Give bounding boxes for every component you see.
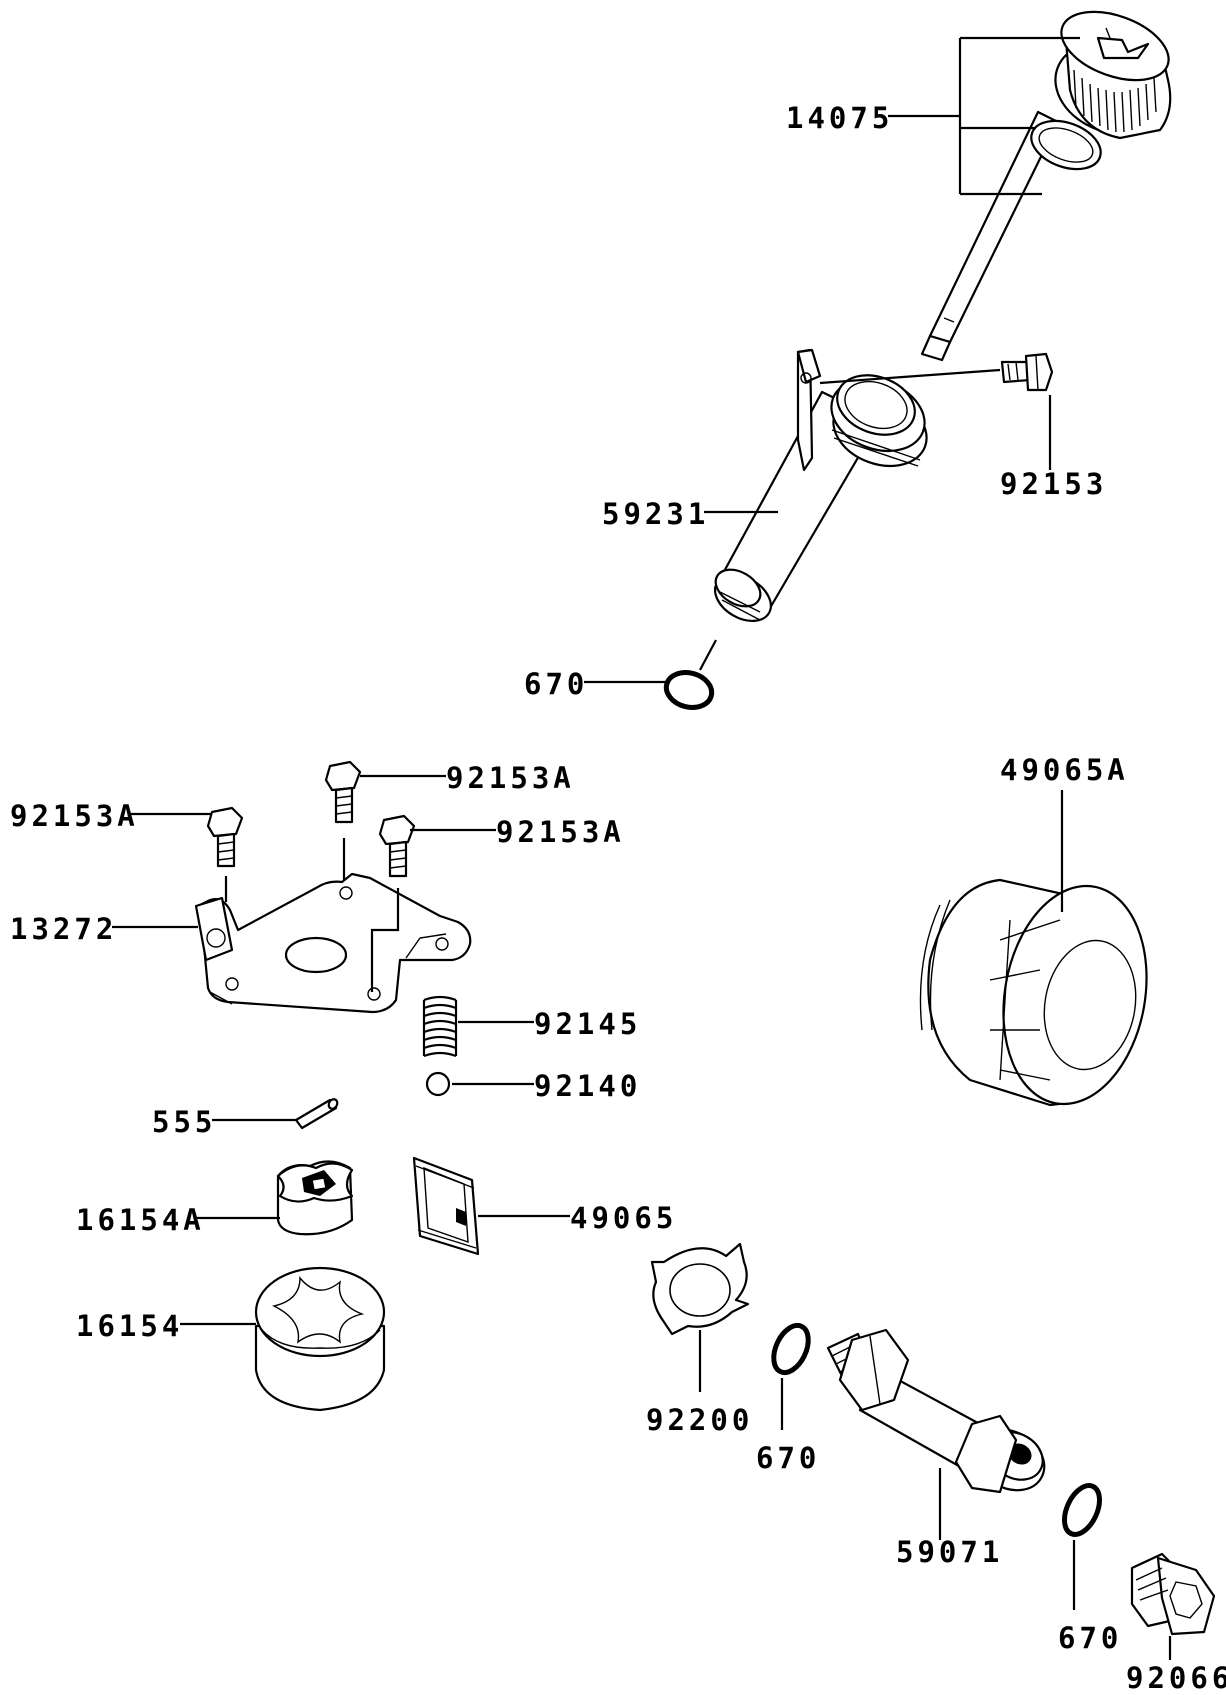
bolt-92153A-left [206,806,244,902]
o-ring-670-bottom [1062,1483,1102,1610]
label-59071: 59071 [896,1535,1003,1569]
label-670-mid: 670 [756,1441,820,1475]
pump-cover-13272 [194,872,472,1014]
label-670-top: 670 [524,667,588,701]
label-92200: 92200 [646,1403,753,1437]
bolt-92153 [819,352,1054,392]
nipple-59071 [826,1328,1046,1540]
label-92153A-left: 92153A [10,799,139,833]
oil-filter-49065A [919,790,1148,1107]
bolt-92153A-mid [370,814,416,992]
label-13272: 13272 [10,912,117,946]
label-49065A: 49065A [1000,753,1129,787]
part-labels: 14075 92153 59231 670 92153A 92153A 9215… [10,101,1226,1695]
dipstick-14075 [920,10,1172,362]
label-92153A-mid: 92153A [496,815,625,849]
outer-rotor-16154 [254,1266,386,1412]
label-92153A-top: 92153A [446,761,575,795]
label-59231: 59231 [602,497,709,531]
label-92066: 92066 [1126,1661,1226,1695]
pin-555 [294,1098,339,1130]
filler-tube-59231 [713,348,928,623]
label-16154A: 16154A [76,1203,205,1237]
label-49065: 49065 [570,1201,677,1235]
o-ring-670-top [663,639,717,710]
leader-lines [112,36,1080,1326]
plug-92066 [1130,1552,1216,1660]
label-92140: 92140 [534,1069,641,1103]
retainer-92200 [650,1242,750,1392]
inner-rotor-16154A [276,1160,354,1236]
label-92153: 92153 [1000,467,1107,501]
o-ring-670-mid [771,1322,811,1430]
label-92145: 92145 [534,1007,641,1041]
label-555: 555 [152,1105,216,1139]
label-14075: 14075 [786,101,893,135]
bolt-92153A-top [324,760,362,880]
label-670-bottom: 670 [1058,1621,1122,1655]
label-16154: 16154 [76,1309,183,1343]
spring-92145 [422,995,458,1058]
screen-49065 [412,1156,480,1256]
ball-92140 [425,1071,451,1097]
